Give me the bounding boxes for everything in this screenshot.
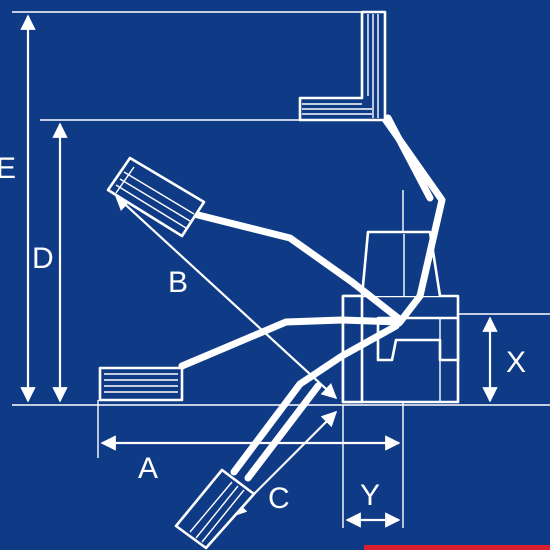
label-x: X (506, 346, 526, 379)
boom-pivot (393, 317, 403, 327)
label-d: D (32, 242, 54, 275)
label-b: B (168, 266, 188, 299)
bucket-ground (98, 366, 184, 402)
dimension-b-line (114, 194, 338, 400)
label-y: Y (360, 479, 380, 512)
label-e: E (0, 152, 16, 185)
accent-strip (364, 545, 550, 550)
boom-dig-position (230, 322, 400, 482)
boom-ground-position (178, 316, 402, 370)
label-c: C (268, 482, 290, 515)
bucket-dig (174, 468, 256, 550)
bucket-mid (106, 156, 206, 238)
boom-raised-position (376, 108, 446, 326)
bucket-raised (298, 10, 387, 122)
label-a: A (138, 452, 158, 485)
boom-mid-position (182, 208, 402, 322)
